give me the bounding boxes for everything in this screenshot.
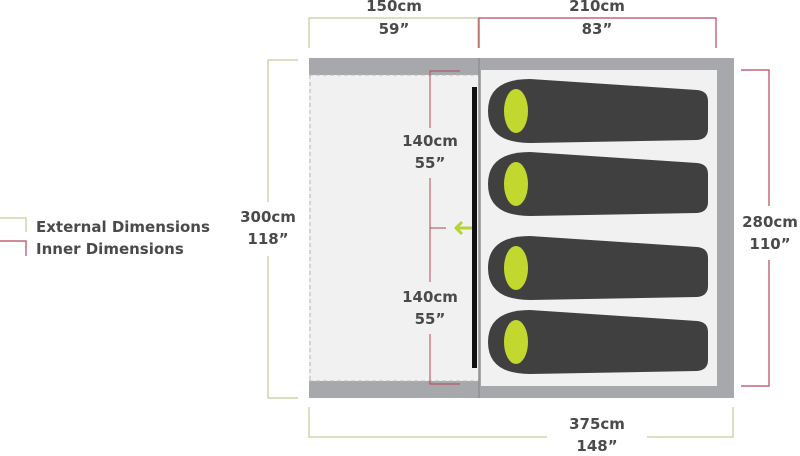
total-length-in: 148” [547, 436, 647, 456]
sleeping-bag-4 [488, 310, 708, 374]
door-top-in: 55” [414, 154, 446, 172]
sleeping-bag-3 [488, 236, 708, 300]
door-bottom-in: 55” [414, 310, 446, 328]
total-length-bracket [308, 407, 734, 438]
inner-height-in: 110” [749, 235, 791, 253]
external-height-in: 118” [247, 230, 289, 248]
sleeping-bag-face-icon [504, 246, 528, 290]
door-bottom-cm: 140cm [402, 288, 458, 306]
sleeping-bag-face-icon [504, 320, 528, 364]
vestibule-width-in: 59” [378, 20, 410, 38]
inner-width-cm: 210cm [547, 0, 647, 16]
door-divider [472, 87, 477, 368]
vestibule-width-cm: 150cm [344, 0, 444, 16]
vestibule-width-bracket [308, 17, 479, 48]
sleeping-bag-1 [488, 79, 708, 143]
sleeping-bag-2 [488, 152, 708, 216]
sleeping-bag-face-icon [504, 162, 528, 206]
door-top-cm: 140cm [402, 132, 458, 150]
inner-width-in: 83” [581, 20, 613, 38]
total-length-cm: 375cm [569, 415, 625, 433]
legend-external-dimensions: External Dimensions [36, 218, 210, 236]
external-height-cm: 300cm [240, 208, 296, 226]
sleeping-bag-face-icon [504, 89, 528, 133]
vestibule-area [309, 75, 479, 381]
door-arrow-icon [454, 220, 472, 236]
inner-width-bracket [478, 17, 717, 48]
inner-height-cm: 280cm [742, 213, 798, 231]
legend-inner-dimensions: Inner Dimensions [36, 240, 184, 258]
